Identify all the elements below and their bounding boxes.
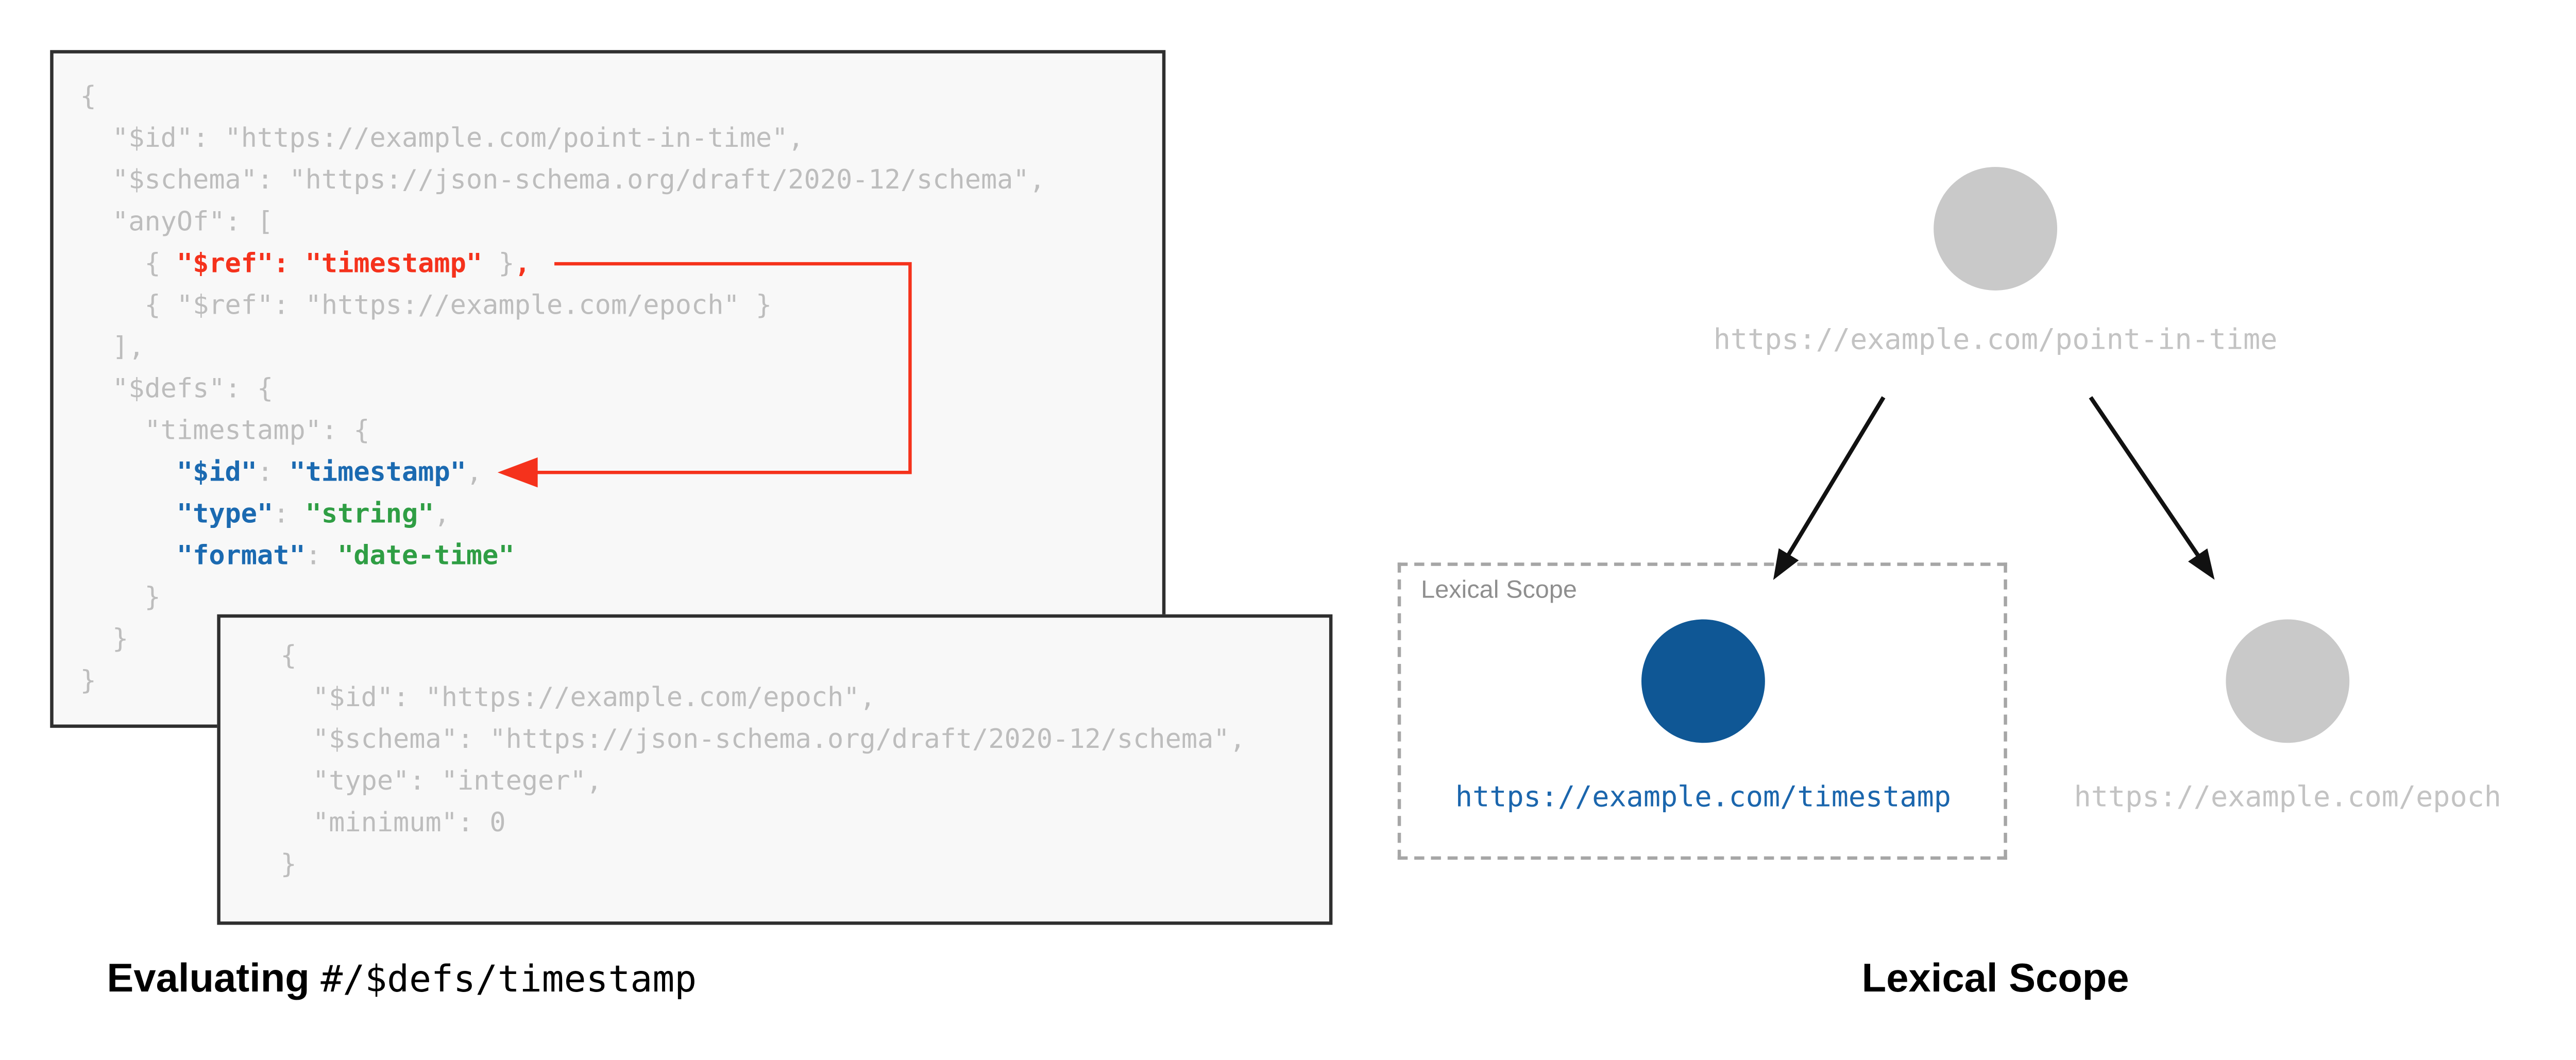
- code-line: { "$ref": "https://example.com/epoch" }: [80, 288, 772, 321]
- code-line: }: [80, 622, 129, 655]
- caption-evaluating-pointer: #/$defs/timestamp: [320, 960, 697, 1002]
- lexical-scope-box-label: Lexical Scope: [1421, 576, 1577, 605]
- lexical-scope-box: Lexical Scope: [1397, 562, 2007, 860]
- code-line: "$id": "https://example.com/epoch",: [280, 681, 876, 713]
- code-line: "format": "date-time": [176, 539, 515, 571]
- code-line: "timestamp": {: [80, 414, 370, 446]
- code-line: { "$ref": "timestamp" },: [80, 247, 531, 279]
- schema-panel-epoch: { "$id": "https://example.com/epoch", "$…: [217, 614, 1333, 925]
- node-label-timestamp: https://example.com/timestamp: [1455, 781, 1951, 815]
- code-line: {: [80, 80, 96, 112]
- code-line: "$defs": {: [80, 372, 274, 404]
- code-line: "anyOf": [: [80, 205, 274, 237]
- code-line: "$schema": "https://json-schema.org/draf…: [280, 723, 1246, 755]
- code-line: "$id": "https://example.com/point-in-tim…: [80, 122, 804, 154]
- caption-evaluating-word: Evaluating: [107, 956, 321, 1002]
- code-line: "$id": "timestamp",: [176, 455, 483, 488]
- code-line: }: [280, 848, 297, 880]
- tree-edge-left-arrow: [1773, 396, 1886, 580]
- tree-edge-right-arrow: [2089, 396, 2215, 580]
- code-line: "type": "string",: [176, 497, 450, 529]
- schema-code-epoch: { "$id": "https://example.com/epoch", "$…: [221, 618, 1329, 885]
- code-line: "type": "integer",: [280, 764, 602, 797]
- code-line: "$schema": "https://json-schema.org/draf…: [80, 163, 1045, 196]
- schema-code-point-in-time: { "$id": "https://example.com/point-in-t…: [54, 54, 1162, 702]
- caption-evaluating: Evaluating #/$defs/timestamp: [107, 956, 697, 1003]
- node-point-in-time-circle: [1934, 167, 2058, 290]
- node-label-epoch: https://example.com/epoch: [2074, 781, 2501, 815]
- node-label-point-in-time: https://example.com/point-in-time: [1713, 323, 2278, 357]
- code-line: "minimum": 0: [280, 806, 506, 839]
- node-epoch-circle: [2226, 619, 2350, 743]
- code-line: {: [280, 639, 297, 671]
- code-line: }: [80, 664, 96, 696]
- code-line: }: [80, 580, 161, 613]
- code-line: ],: [80, 330, 145, 363]
- caption-lexical-scope: Lexical Scope: [1861, 956, 2129, 1002]
- node-timestamp-circle: [1641, 619, 1765, 743]
